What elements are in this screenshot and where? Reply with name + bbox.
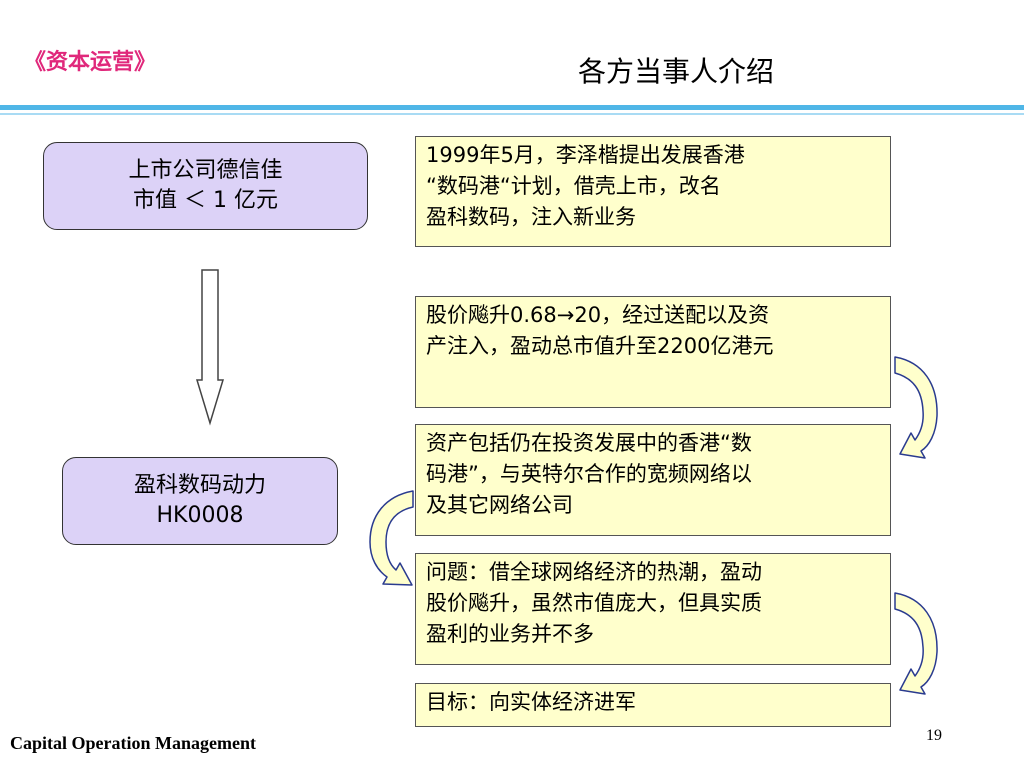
footer-label: Capital Operation Management [10, 733, 256, 753]
note-box-assets: 资产包括仍在投资发展中的香港“数 码港”，与英特尔合作的宽频网络以 及其它网络公… [415, 424, 891, 536]
curved-arrow-icon [894, 356, 938, 459]
note-line: 股价飚升，虽然市值庞大，但具实质 [426, 591, 762, 615]
header-divider [0, 105, 1024, 110]
company-before-market-value: 市值 ＜ 1 亿元 [133, 188, 278, 213]
curved-arrow-icon [894, 592, 938, 695]
company-before-name: 上市公司德信佳 [128, 158, 283, 183]
note-line: 股价飚升0.68→20，经过送配以及资 [426, 303, 770, 327]
page-title: 各方当事人介绍 [578, 55, 775, 88]
note-line: 及其它网络公司 [426, 493, 573, 517]
company-after-ticker: HK0008 [156, 503, 244, 528]
note-box-background: 1999年5月，李泽楷提出发展香港 “数码港“计划，借壳上市，改名 盈科数码，注… [415, 136, 891, 247]
company-after-name: 盈科数码动力 [133, 473, 266, 498]
note-line: 1999年5月，李泽楷提出发展香港 [426, 143, 745, 167]
note-line: “数码港“计划，借壳上市，改名 [426, 174, 721, 198]
note-line: 盈利的业务并不多 [426, 622, 594, 646]
header-divider-thin [0, 113, 1024, 115]
company-before-box: 上市公司德信佳 市值 ＜ 1 亿元 [43, 142, 368, 230]
note-line: 盈科数码，注入新业务 [426, 205, 636, 229]
page-number: 19 [926, 727, 942, 744]
note-line: 目标：向实体经济进军 [426, 690, 636, 714]
note-box-share-price: 股价飚升0.68→20，经过送配以及资 产注入，盈动总市值升至2200亿港元 [415, 296, 891, 408]
note-line: 资产包括仍在投资发展中的香港“数 [426, 431, 752, 455]
down-arrow-icon [195, 269, 225, 426]
note-line: 产注入，盈动总市值升至2200亿港元 [426, 334, 774, 358]
note-box-problem: 问题：借全球网络经济的热潮，盈动 股价飚升，虽然市值庞大，但具实质 盈利的业务并… [415, 553, 891, 665]
deck-brand-title: 《资本运营》 [24, 49, 157, 75]
note-line: 码港”，与英特尔合作的宽频网络以 [426, 462, 752, 486]
curved-arrow-icon [369, 490, 414, 586]
note-box-goal: 目标：向实体经济进军 [415, 683, 891, 727]
company-after-box: 盈科数码动力 HK0008 [62, 457, 338, 545]
note-line: 问题：借全球网络经济的热潮，盈动 [426, 560, 762, 584]
